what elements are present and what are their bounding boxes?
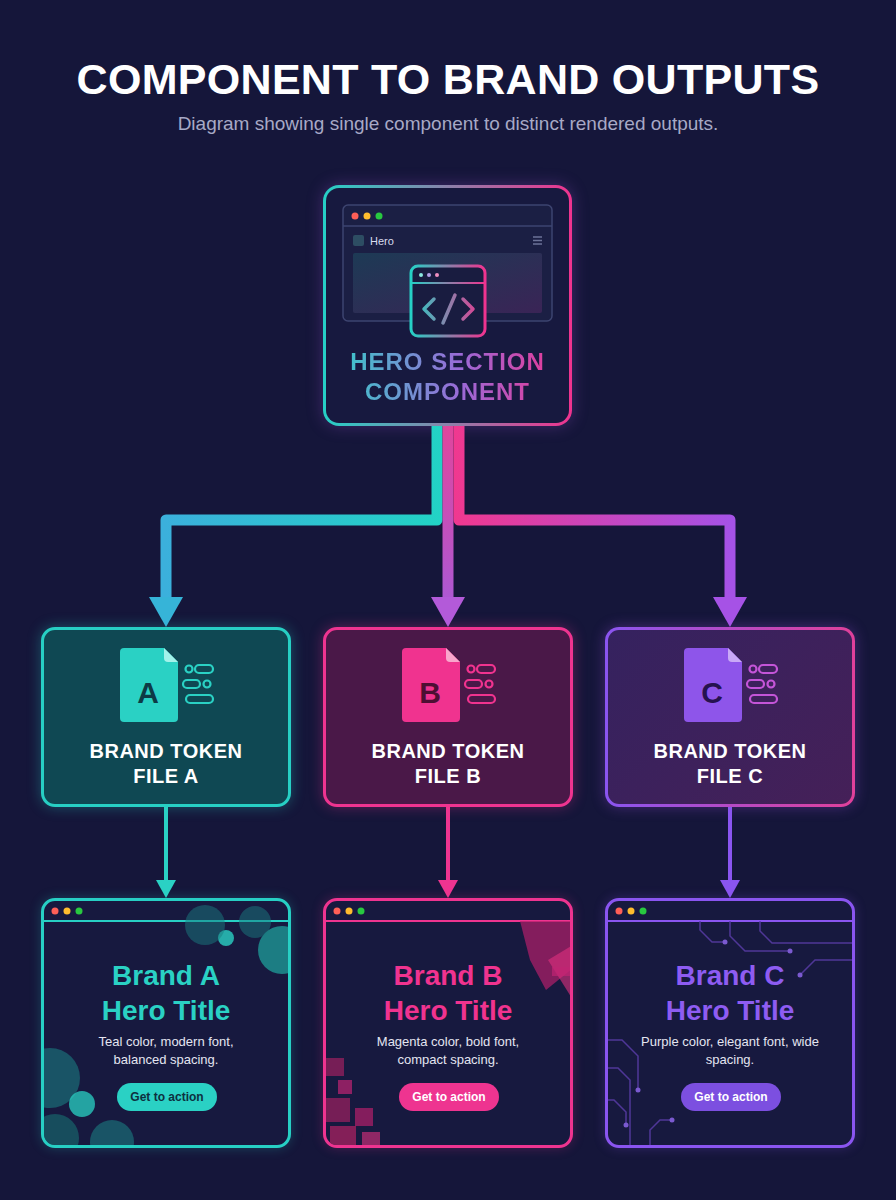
button-label: Get to action <box>117 1083 217 1111</box>
component-box: HeroHERO SECTION COMPONENT <box>323 185 572 426</box>
connector-arrow <box>443 426 454 597</box>
diagram-title: COMPONENT TO BRAND OUTPUTS <box>0 54 896 104</box>
connector-arrow <box>164 807 168 880</box>
connector-arrow <box>166 426 437 597</box>
brand-description: Teal color, modern font, balanced spacin… <box>74 1033 258 1069</box>
cta-button: Get to action <box>117 1083 217 1111</box>
rendered-output-box: Brand B Hero TitleMagenta color, bold fo… <box>323 898 573 1148</box>
rendered-output-box: Brand C Hero TitlePurple color, elegant … <box>605 898 855 1148</box>
connector-arrow <box>459 426 730 597</box>
hero-title: Brand A Hero Title <box>81 958 251 1028</box>
hero-title: Brand B Hero Title <box>363 958 533 1028</box>
token-file-box: A BRAND TOKEN FILE A <box>41 627 291 807</box>
brand-description: Magenta color, bold font, compact spacin… <box>356 1033 540 1069</box>
token-file-box: C BRAND TOKEN FILE C <box>605 627 855 807</box>
cta-button: Get to action <box>681 1083 781 1111</box>
token-file-box: B BRAND TOKEN FILE B <box>323 627 573 807</box>
file-letter: C <box>692 677 732 709</box>
button-label: Get to action <box>681 1083 781 1111</box>
token-file-title: BRAND TOKEN FILE C <box>640 739 820 789</box>
component-title: HERO SECTION COMPONENT <box>326 347 569 407</box>
cta-button: Get to action <box>399 1083 499 1111</box>
token-file-title: BRAND TOKEN FILE B <box>358 739 538 789</box>
diagram-caption: Diagram showing single component to dist… <box>0 112 896 136</box>
rendered-output-box: Brand A Hero TitleTeal color, modern fon… <box>41 898 291 1148</box>
connector-arrow <box>728 807 732 880</box>
file-letter: A <box>128 677 168 709</box>
connector-arrow <box>446 807 450 880</box>
hero-title: Brand C Hero Title <box>645 958 815 1028</box>
window-label: Hero <box>370 234 430 248</box>
token-file-title: BRAND TOKEN FILE A <box>76 739 256 789</box>
brand-description: Purple color, elegant font, wide spacing… <box>638 1033 822 1069</box>
file-letter: B <box>410 677 450 709</box>
button-label: Get to action <box>399 1083 499 1111</box>
